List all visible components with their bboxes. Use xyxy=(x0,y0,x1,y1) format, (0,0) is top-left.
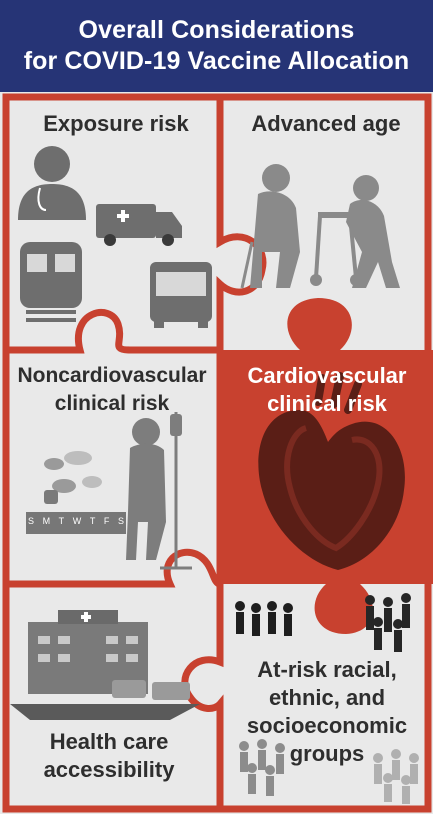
heart-icon xyxy=(258,372,405,570)
atrisk-line-4: groups xyxy=(289,741,365,766)
atrisk-line-3: socioeconomic xyxy=(246,713,408,738)
pillbox-icon xyxy=(26,512,126,534)
cardio-label: Cardiovascular clinical risk xyxy=(226,362,428,418)
atrisk-people-icons xyxy=(235,593,419,804)
exposure-risk-text: Exposure risk xyxy=(43,111,189,136)
road-icon xyxy=(10,704,200,720)
advanced-age-label: Advanced age xyxy=(228,110,424,138)
healthcare-icons xyxy=(10,610,200,720)
ambulance-icon xyxy=(112,680,146,698)
atrisk-line-1: At-risk racial, xyxy=(257,657,397,682)
pillbox-day: T xyxy=(58,516,65,526)
walker-icon xyxy=(318,212,354,218)
pillbox-days: S M T W T F S xyxy=(28,516,124,526)
pillbox-day: M xyxy=(42,516,51,526)
patient-icon xyxy=(132,418,160,446)
ambulance-icon xyxy=(96,204,156,238)
doctor-icon xyxy=(34,146,70,182)
cardio-line-1: Cardiovascular xyxy=(247,363,407,388)
people-group-icon xyxy=(373,749,419,804)
pill-icon xyxy=(44,458,64,470)
noncardio-label: Noncardiovascular clinical risk xyxy=(8,362,216,418)
puzzle-grid: S M T W T F S Exposure risk Advanced age… xyxy=(0,92,433,814)
healthcare-label: Health care accessibility xyxy=(14,728,204,784)
pillbox-day: W xyxy=(72,516,82,526)
advanced-age-text: Advanced age xyxy=(251,111,401,136)
people-group-icon xyxy=(365,593,411,652)
pillbox-day: S xyxy=(28,516,35,526)
exposure-risk-label: Exposure risk xyxy=(18,110,214,138)
pillbox-day: S xyxy=(117,516,124,526)
puzzle-graphic xyxy=(0,92,433,814)
header-banner: Overall Considerations for COVID-19 Vacc… xyxy=(0,0,433,92)
puzzle-borders xyxy=(2,93,432,813)
people-group-icon xyxy=(235,601,293,636)
noncardio-icons xyxy=(26,412,192,570)
people-group-icon xyxy=(239,739,285,796)
ambulance-icon xyxy=(152,682,190,700)
elderly-man-icon xyxy=(262,164,290,192)
pillbox-day: T xyxy=(89,516,96,526)
exposure-icons xyxy=(18,146,212,328)
healthcare-line-2: accessibility xyxy=(43,757,175,782)
atrisk-line-2: ethnic, and xyxy=(268,685,386,710)
noncardio-line-2: clinical risk xyxy=(54,392,170,415)
pillbox-day: F xyxy=(103,516,110,526)
walker-person-icon xyxy=(353,175,379,201)
atrisk-label: At-risk racial, ethnic, and socioeconomi… xyxy=(226,656,428,768)
header-title-line-1: Overall Considerations xyxy=(78,16,355,44)
cardio-line-2: clinical risk xyxy=(267,391,387,416)
header-title-line-2: for COVID-19 Vaccine Allocation xyxy=(23,47,410,75)
noncardio-line-1: Noncardiovascular xyxy=(17,364,207,387)
train-icon xyxy=(20,242,82,308)
age-icons xyxy=(240,164,400,289)
healthcare-line-1: Health care xyxy=(49,729,169,754)
